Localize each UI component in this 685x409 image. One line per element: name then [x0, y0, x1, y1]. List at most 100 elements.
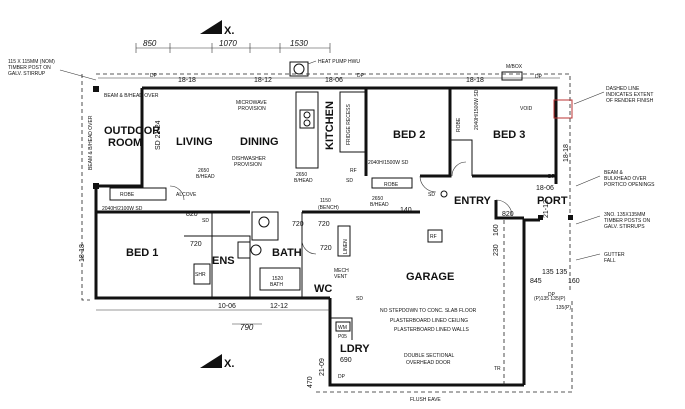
- heat-pump-note: HEAT PUMP HWU: [318, 59, 360, 65]
- room-label-living: LIVING: [176, 136, 213, 148]
- rf-kitchen: RF: [350, 168, 357, 174]
- door-swing-entry: [495, 199, 513, 217]
- stepdown-note: NO STEPDOWN TO CONC. SLAB FLOOR: [380, 308, 477, 314]
- dimension-1070: 1070: [219, 39, 237, 48]
- dimension-side-21-24: SD 21-24: [155, 120, 162, 150]
- rf-garage: RF: [430, 234, 437, 240]
- beam-note-outdoor: BEAM & B/HEAD OVER: [104, 93, 159, 99]
- dimension-right-18-06: 18-06: [536, 185, 554, 192]
- posts-note: 3NO. 135X135MM TIMBER POSTS ON GALV. STI…: [604, 212, 652, 230]
- render-note: DASHED LINE INDICATES EXTENT OF RENDER F…: [606, 86, 655, 104]
- dimension-720-wc: 720: [320, 245, 332, 252]
- door-swing-wc: [301, 239, 317, 255]
- dimension-right-21-12: 21-12: [543, 200, 550, 218]
- window-bed1: 2040H/2100W SD: [102, 206, 143, 212]
- meter-box: [501, 71, 523, 81]
- dimension-845: 845: [530, 278, 542, 285]
- downpipe-1: DP: [150, 73, 158, 79]
- door-swing-bed3: [451, 161, 467, 177]
- window-bed3: 2040H/1500W SD: [474, 89, 480, 130]
- dimension-690: 690: [340, 357, 352, 364]
- window-bed2: 2040H/1500W SD: [368, 160, 409, 166]
- room-label-entry: ENTRY: [454, 195, 492, 207]
- mech-vent: MECH VENT: [334, 268, 350, 280]
- room-label-bed1: BED 1: [126, 247, 158, 259]
- smoke-detector-garage: SD: [356, 296, 363, 302]
- dimension-160-port: 160: [568, 278, 580, 285]
- dimension-21-09: 21-09: [319, 358, 326, 376]
- door-note: DOUBLE SECTIONAL OVERHEAD DOOR: [404, 353, 456, 366]
- dimension-18-06-top: 18-06: [325, 77, 343, 84]
- section-label-bottom: X.: [224, 358, 234, 370]
- linen-cupboard: LINEN: [343, 239, 349, 254]
- room-label-bed2: BED 2: [393, 129, 425, 141]
- meter-box-label: M/BOX: [506, 64, 523, 70]
- beam-bulkhead-note: BEAM & BULKHEAD OVER PORTICO OPENINGS: [604, 170, 655, 188]
- downpipe-2: DP: [357, 73, 365, 79]
- dimension-470: 470: [307, 376, 314, 388]
- bath-1520: 1520 BATH: [270, 276, 285, 288]
- room-label-bed3: BED 3: [493, 129, 525, 141]
- void-note: VOID: [520, 106, 533, 112]
- flush-eave-note: FLUSH EAVE: [410, 397, 441, 403]
- robe-bed3: ROBE: [456, 117, 462, 132]
- dimension-right-18-18: 18-18: [563, 144, 570, 162]
- downpipe-6: DP: [338, 374, 346, 380]
- microwave-note: MICROWAVE PROVISION: [236, 100, 268, 112]
- dimension-230: 230: [493, 244, 500, 256]
- room-label-outdoor: OUTDOOR ROOM: [104, 125, 163, 149]
- kitchen-bench: [295, 91, 319, 169]
- fridge-recess: FRIDGE RECESS: [346, 103, 352, 145]
- bulkhead-entry: 2650 B/HEAD: [370, 196, 389, 208]
- section-marker-bottom: X.: [200, 354, 234, 370]
- dimension-720-bath: 720: [292, 221, 304, 228]
- bulkhead-living: 2650 B/HEAD: [196, 168, 215, 180]
- smoke-detector-bed1: SD: [202, 218, 209, 224]
- downpipe-3: DP: [535, 74, 543, 80]
- stirrup-note: 115 X 115MM (NOM) TIMBER POST ON GALV. S…: [8, 59, 56, 77]
- downpipe-4: DP: [548, 174, 556, 180]
- void-box: [553, 99, 573, 119]
- section-label-top: X.: [224, 25, 234, 37]
- smoke-detector-kitchen: SD: [346, 178, 353, 184]
- dimension-10-06: 10-06: [218, 303, 236, 310]
- room-label-garage: GARAGE: [406, 271, 454, 283]
- dishwasher-note: DISHWASHER PROVISION: [232, 156, 267, 168]
- door-swing-bed2: [419, 175, 437, 193]
- dimension-135-135: 135 135: [542, 269, 567, 276]
- dimension-820-entry: 820: [502, 211, 514, 218]
- smoke-detector-entry: SD: [428, 192, 435, 198]
- dimension-left-18-18: 18-18: [79, 244, 86, 262]
- washing-machine: WM: [338, 325, 347, 331]
- robe-bed1: ROBE: [120, 192, 135, 198]
- room-label-dining: DINING: [240, 136, 279, 148]
- dimension-1150: 1150: [320, 198, 331, 204]
- dimension-135-135-p: (P)135 135(P): [534, 296, 566, 302]
- dimension-1530: 1530: [290, 39, 308, 48]
- room-label-bath: BATH: [272, 247, 302, 259]
- ceiling-note: PLASTERBOARD LINED CEILING: [390, 318, 468, 324]
- bench-note: (BENCH): [318, 205, 339, 211]
- dimension-850: 850: [143, 39, 157, 48]
- dimension-820-bed1: 820: [186, 211, 198, 218]
- dimension-790: 790: [240, 323, 254, 332]
- robe-bed2: ROBE: [384, 182, 399, 188]
- bulkhead-kitchen: 2650 B/HEAD: [294, 172, 313, 184]
- beam-note-left: BEAM & B/HEAD OVER: [88, 115, 94, 170]
- room-label-ens: ENS: [212, 255, 235, 267]
- dimension-720-hall: 720: [318, 221, 330, 228]
- downpipe-5: DP: [548, 292, 556, 298]
- alcove-label: ALCOVE: [176, 192, 197, 198]
- shower-ens: SHR: [195, 272, 206, 278]
- room-label-ldry: LDRY: [340, 343, 370, 355]
- laundry-p05: P05: [338, 334, 347, 340]
- dimension-135-p: 135(P): [556, 305, 571, 311]
- room-label-kitchen: KITCHEN: [324, 101, 336, 150]
- door-swing-bed1: [169, 185, 185, 201]
- section-marker-top: X.: [200, 20, 234, 37]
- dimension-18-18-top-right: 18-18: [466, 77, 484, 84]
- walls-note: PLASTERBOARD LINED WALLS: [394, 327, 470, 333]
- dimension-12-12: 12-12: [270, 303, 288, 310]
- room-label-wc: WC: [314, 283, 332, 295]
